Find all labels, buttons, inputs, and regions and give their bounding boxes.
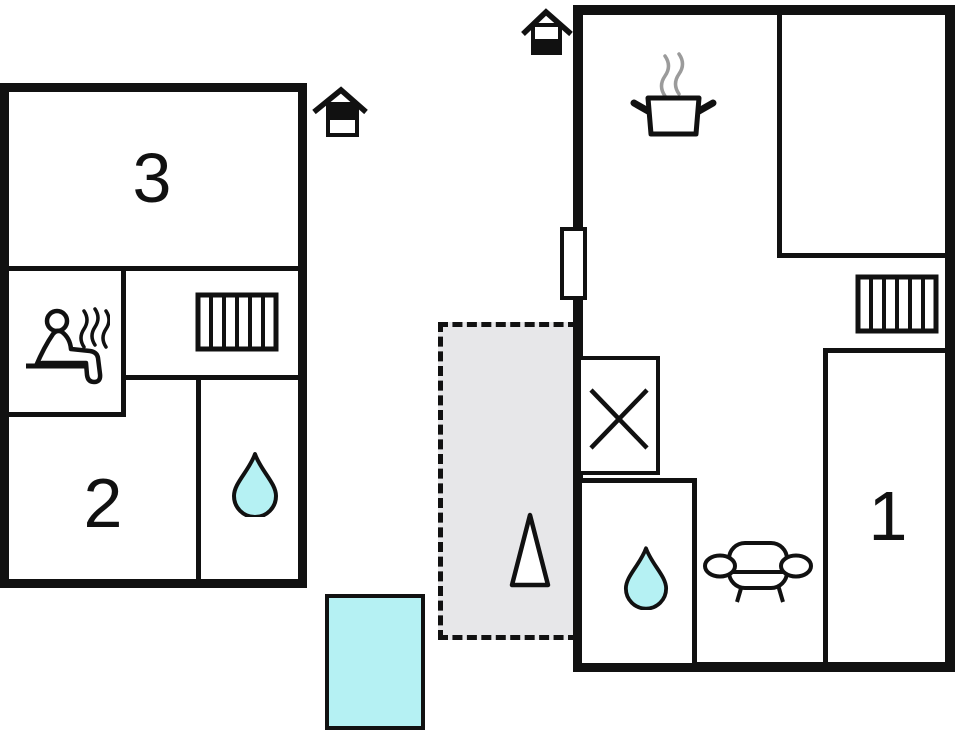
tree-icon	[508, 511, 552, 589]
sauna-right-wall	[121, 271, 126, 417]
room-1-label: 1	[848, 480, 928, 552]
room-2-label: 2	[63, 467, 143, 539]
room-3-label: 3	[112, 142, 192, 214]
room-1-number: 1	[868, 477, 908, 555]
sofa-icon	[702, 533, 814, 607]
top-right-room-bottom-wall	[777, 253, 945, 258]
cooking-pot-icon	[628, 48, 718, 138]
radiator-icon	[855, 274, 939, 334]
radiator-room-bottom-wall	[121, 375, 298, 380]
house-ground-floor-icon	[519, 5, 575, 57]
bathroom-divider-wall	[196, 380, 201, 579]
house-upper-floor-icon	[310, 84, 368, 138]
sauna-person-icon	[20, 295, 110, 400]
room-3-number: 3	[132, 139, 172, 217]
room-2-number: 2	[83, 464, 123, 542]
room1-top-wall	[823, 348, 945, 353]
room3-bottom-wall	[9, 266, 298, 271]
water-drop-icon	[231, 451, 279, 517]
sauna-bottom-wall	[9, 412, 126, 417]
shower-cross-icon	[577, 356, 660, 475]
terrace-area	[438, 322, 578, 640]
pool	[325, 594, 425, 730]
top-right-room-left-wall	[777, 15, 782, 256]
door	[560, 227, 587, 300]
radiator-icon	[195, 292, 279, 352]
room1-left-wall	[823, 348, 828, 662]
water-drop-icon	[623, 544, 669, 610]
